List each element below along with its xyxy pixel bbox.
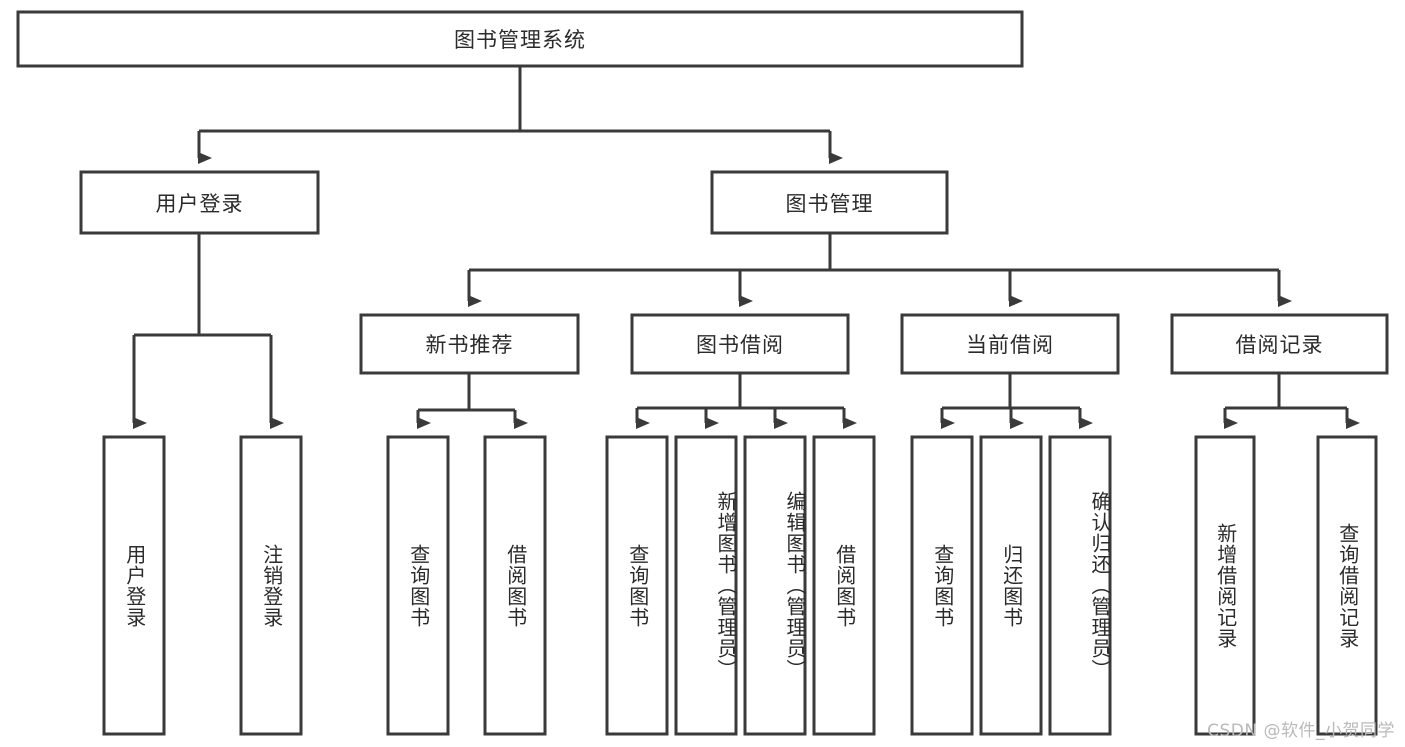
node-boxes bbox=[16, 10, 1389, 375]
leaf-box-add-book[interactable] bbox=[674, 435, 738, 736]
leaf-box-return-book[interactable] bbox=[979, 435, 1043, 736]
leaf-boxes bbox=[102, 435, 1378, 736]
leaf-box-edit-book[interactable] bbox=[743, 435, 807, 736]
node-root-box[interactable] bbox=[16, 10, 1024, 68]
leaf-box-query-record[interactable] bbox=[1316, 435, 1378, 736]
leaf-box-confirm-return[interactable] bbox=[1048, 435, 1112, 736]
node-user-login-box[interactable] bbox=[79, 170, 320, 235]
node-borrow-box[interactable] bbox=[630, 313, 850, 375]
leaf-box-query-book-b[interactable] bbox=[605, 435, 669, 736]
node-book-manage-box[interactable] bbox=[710, 170, 949, 235]
node-new-book-box[interactable] bbox=[359, 313, 580, 375]
node-borrow-record-box[interactable] bbox=[1170, 313, 1389, 375]
connector-userlogin-to-leaves bbox=[132, 233, 284, 429]
leaf-box-borrow-book-b[interactable] bbox=[812, 435, 876, 736]
connector-currentborrow-to-leaves bbox=[940, 373, 1093, 429]
leaf-box-add-record[interactable] bbox=[1194, 435, 1256, 736]
connector-newbook-to-leaves bbox=[416, 373, 528, 429]
connector-borrowrecord-to-leaves bbox=[1223, 373, 1360, 429]
leaf-box-borrow-book-new[interactable] bbox=[483, 435, 547, 736]
leaf-box-user-login[interactable] bbox=[102, 435, 166, 736]
connector-borrow-to-leaves bbox=[635, 373, 857, 429]
connector-root-to-level2 bbox=[197, 66, 843, 164]
csdn-watermark: CSDN @软件_小贺同学 bbox=[1207, 721, 1395, 741]
node-current-borrow-box[interactable] bbox=[900, 313, 1120, 375]
leaf-box-query-book-new[interactable] bbox=[386, 435, 450, 736]
leaf-box-query-book-c[interactable] bbox=[910, 435, 974, 736]
connector-bookmanage-to-level3 bbox=[467, 233, 1292, 307]
leaf-box-logout-login[interactable] bbox=[239, 435, 303, 736]
